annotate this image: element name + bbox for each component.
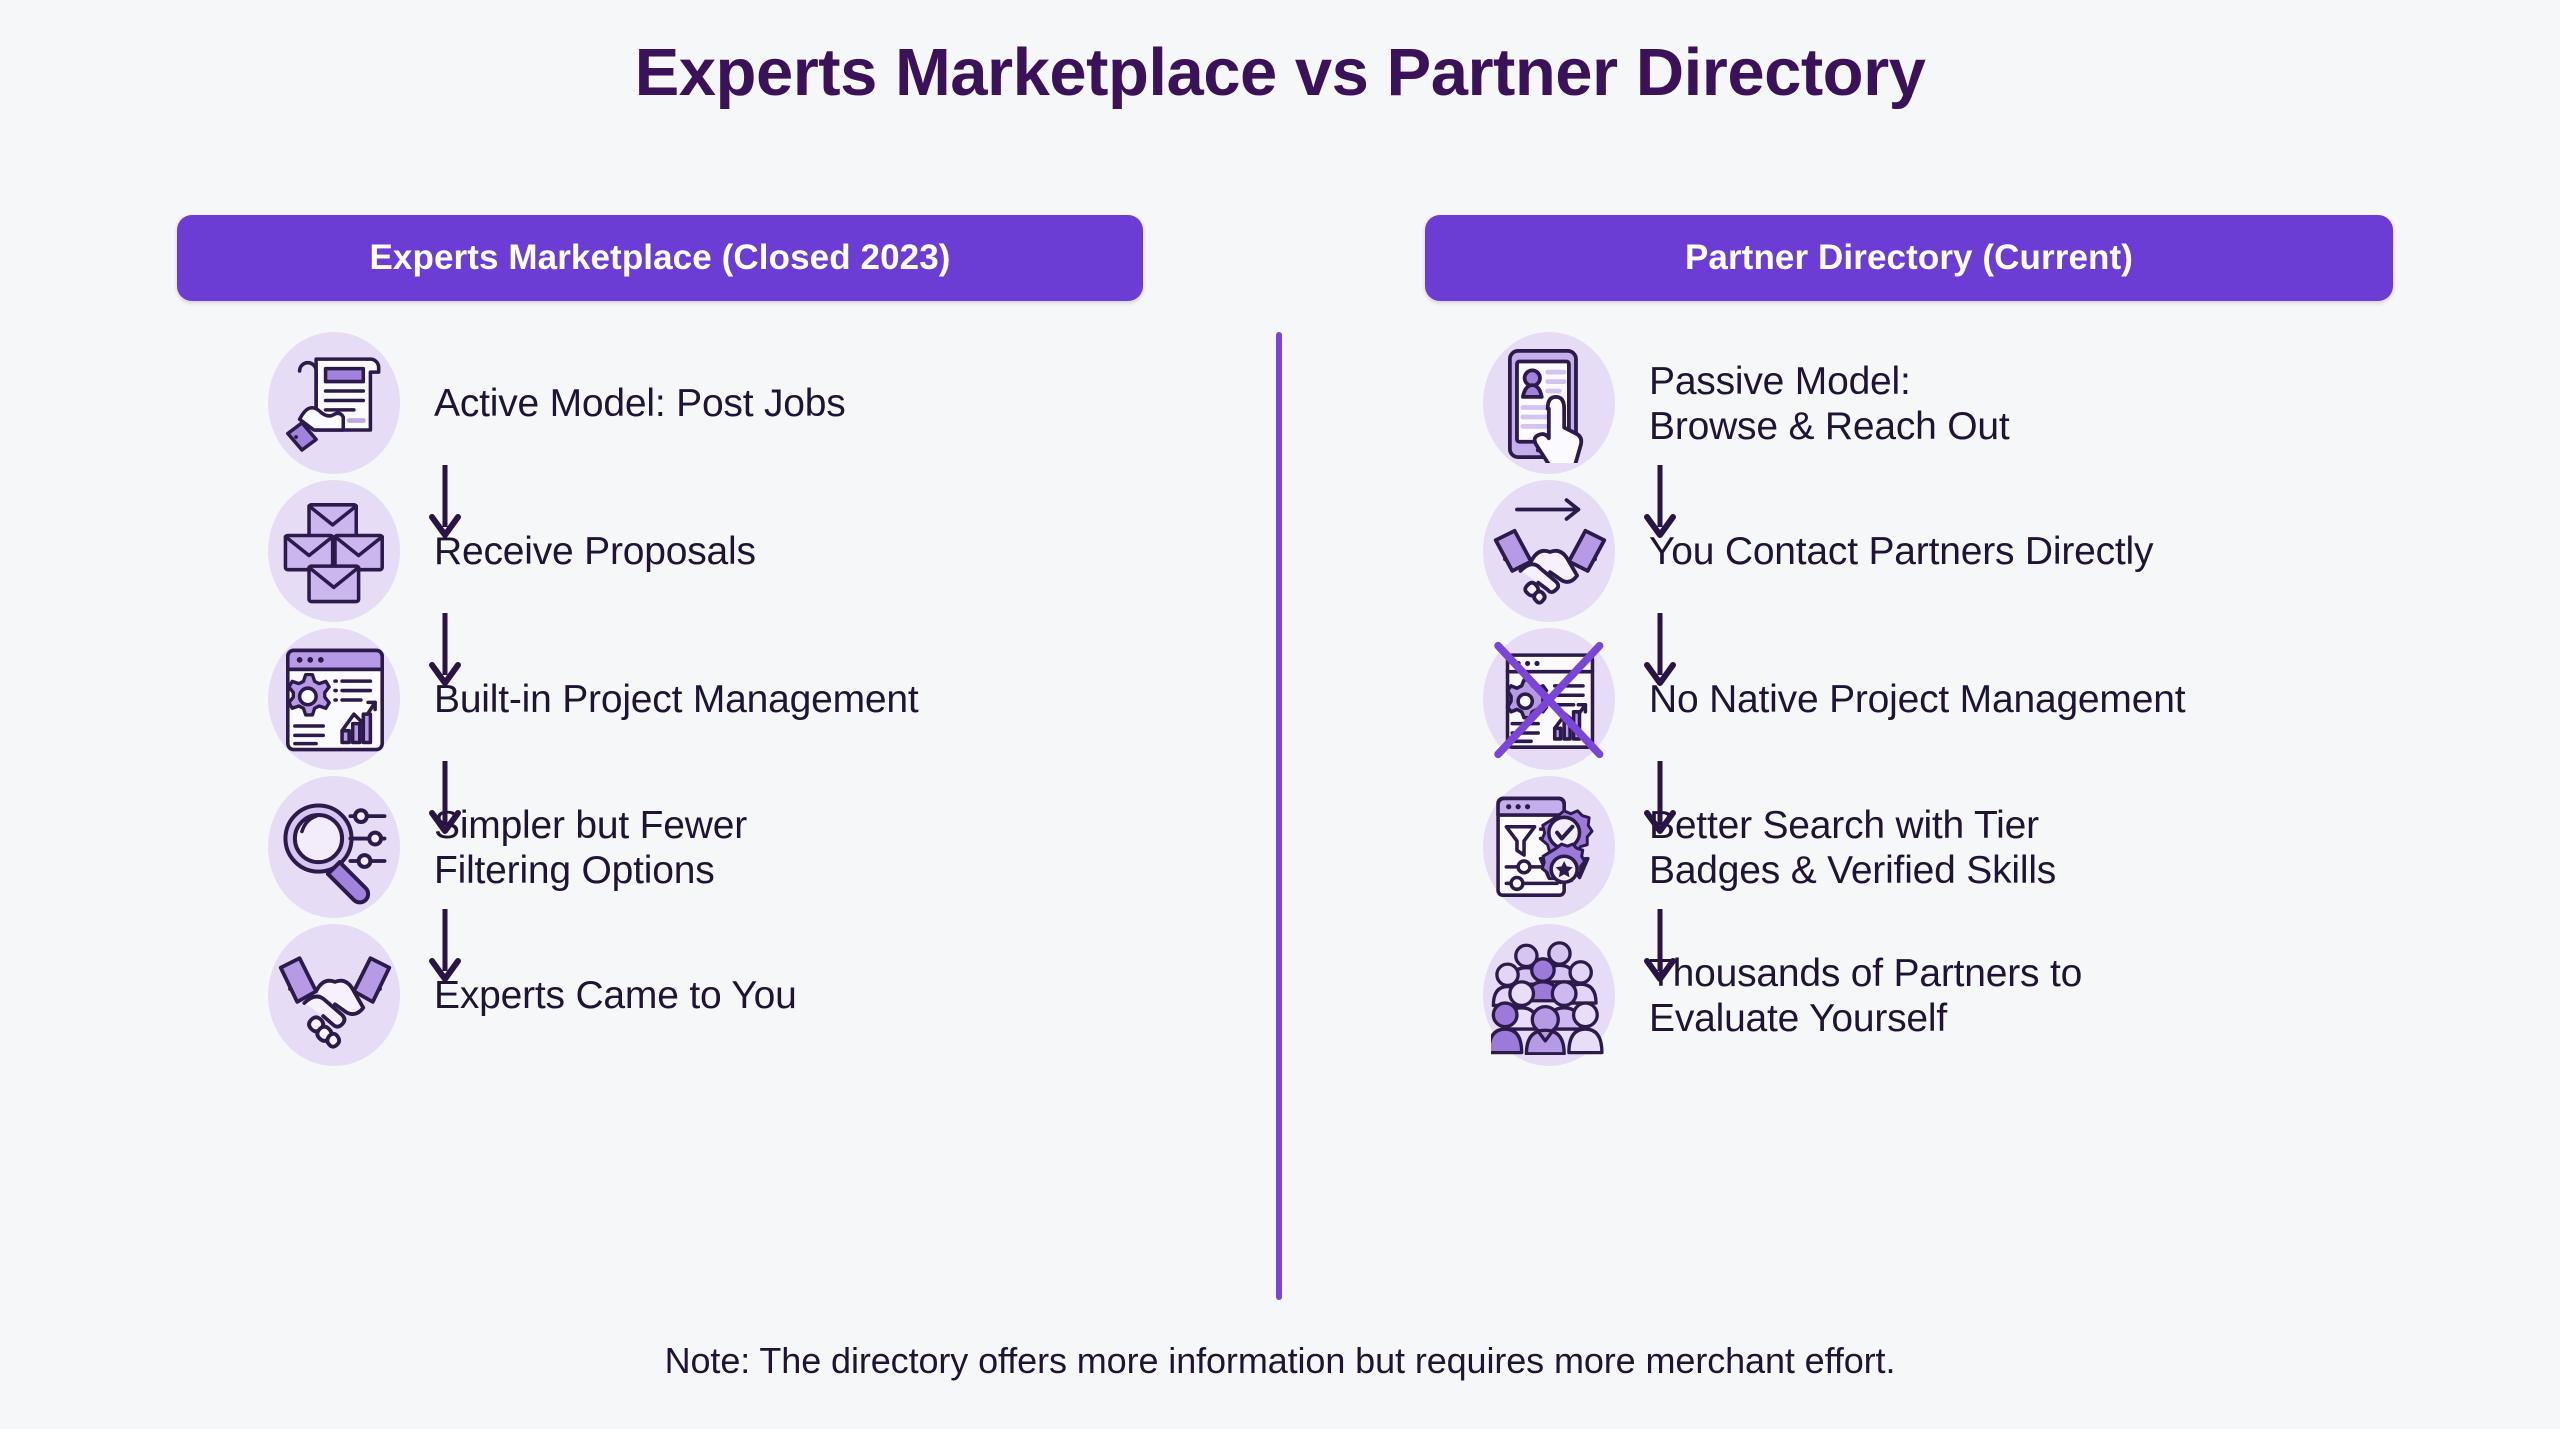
flow-arrow-down — [1643, 761, 1677, 839]
dashboard-gear-icon — [260, 625, 410, 775]
column-header-experts-marketplace: Experts Marketplace (Closed 2023) — [177, 215, 1143, 301]
people-crowd-icon — [1475, 921, 1625, 1071]
footer-note: Note: The directory offers more informat… — [664, 1340, 1896, 1381]
flow-step-label: Experts Came to You — [434, 974, 797, 1018]
flow-step: Simpler but Fewer Filtering Options — [260, 774, 1360, 922]
flow-step-label: No Native Project Management — [1649, 678, 2186, 722]
flow-arrow-down — [428, 465, 462, 543]
profile-tap-icon — [1475, 329, 1625, 479]
flow-arrow-down — [1643, 465, 1677, 543]
flow-step: Receive Proposals — [260, 478, 1360, 626]
flow-arrow-down — [428, 761, 462, 839]
flow-step: No Native Project Management — [1475, 626, 2560, 774]
handshake-icon — [260, 921, 410, 1071]
flow-step: Passive Model: Browse & Reach Out — [1475, 330, 2560, 478]
flow-step: You Contact Partners Directly — [1475, 478, 2560, 626]
flow-step-label: Simpler but Fewer Filtering Options — [434, 803, 748, 892]
flow-arrow-down — [1643, 613, 1677, 691]
column-header-partner-directory: Partner Directory (Current) — [1425, 215, 2393, 301]
experts-marketplace-column: Active Model: Post Jobs — [260, 330, 1360, 1070]
flow-step-label: Better Search with Tier Badges & Verifie… — [1649, 803, 2057, 892]
envelopes-icon — [260, 477, 410, 627]
flow-step-label: Receive Proposals — [434, 530, 756, 574]
flow-step-label: You Contact Partners Directly — [1649, 530, 2154, 574]
column-header-label: Partner Directory (Current) — [1684, 238, 2134, 277]
flow-step-label: Active Model: Post Jobs — [434, 382, 846, 426]
flow-arrow-down — [428, 613, 462, 691]
search-badge-icon — [1475, 773, 1625, 923]
flow-step-label: Passive Model: Browse & Reach Out — [1649, 359, 2010, 448]
flow-step: Built-in Project Management — [260, 626, 1360, 774]
flow-step: Active Model: Post Jobs — [260, 330, 1360, 478]
strike-through — [1494, 641, 1604, 759]
flow-step: Experts Came to You — [260, 922, 1360, 1070]
page-title: Experts Marketplace vs Partner Directory — [634, 35, 1926, 110]
flow-step: Thousands of Partners to Evaluate Yourse… — [1475, 922, 2560, 1070]
column-divider — [1276, 332, 1282, 1300]
flow-step-label: Thousands of Partners to Evaluate Yourse… — [1649, 951, 2083, 1040]
column-header-label: Experts Marketplace (Closed 2023) — [369, 238, 951, 277]
magnifier-filter-icon — [260, 773, 410, 923]
dashboard-gear-crossed-icon — [1475, 625, 1625, 775]
flow-arrow-down — [428, 909, 462, 987]
partner-directory-column: Passive Model: Browse & Reach Out — [1475, 330, 2560, 1070]
flow-step: Better Search with Tier Badges & Verifie… — [1475, 774, 2560, 922]
flow-arrow-down — [1643, 909, 1677, 987]
flow-step-label: Built-in Project Management — [434, 678, 919, 722]
document-hand-icon — [260, 329, 410, 479]
handshake-arrow-icon — [1475, 477, 1625, 627]
